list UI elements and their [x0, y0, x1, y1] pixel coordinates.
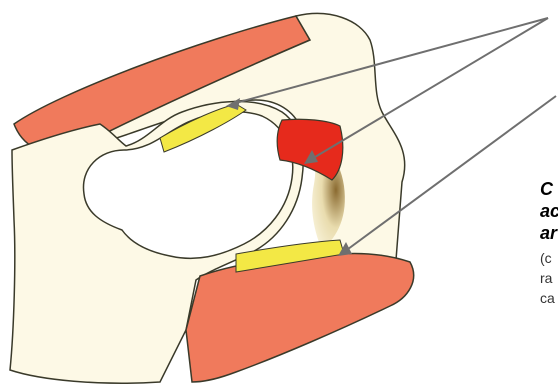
caption-body-line-3: ca [540, 288, 558, 308]
lower-cartilage [186, 253, 414, 382]
caption-title-line-1: C [540, 178, 558, 200]
caption-title-line-2: ac [540, 200, 558, 222]
caption-body-line-2: ra [540, 268, 558, 288]
caption: C ac ar (c ra ca [540, 178, 558, 308]
caption-body-line-1: (c [540, 248, 558, 268]
caption-title-line-3: ar [540, 222, 558, 244]
